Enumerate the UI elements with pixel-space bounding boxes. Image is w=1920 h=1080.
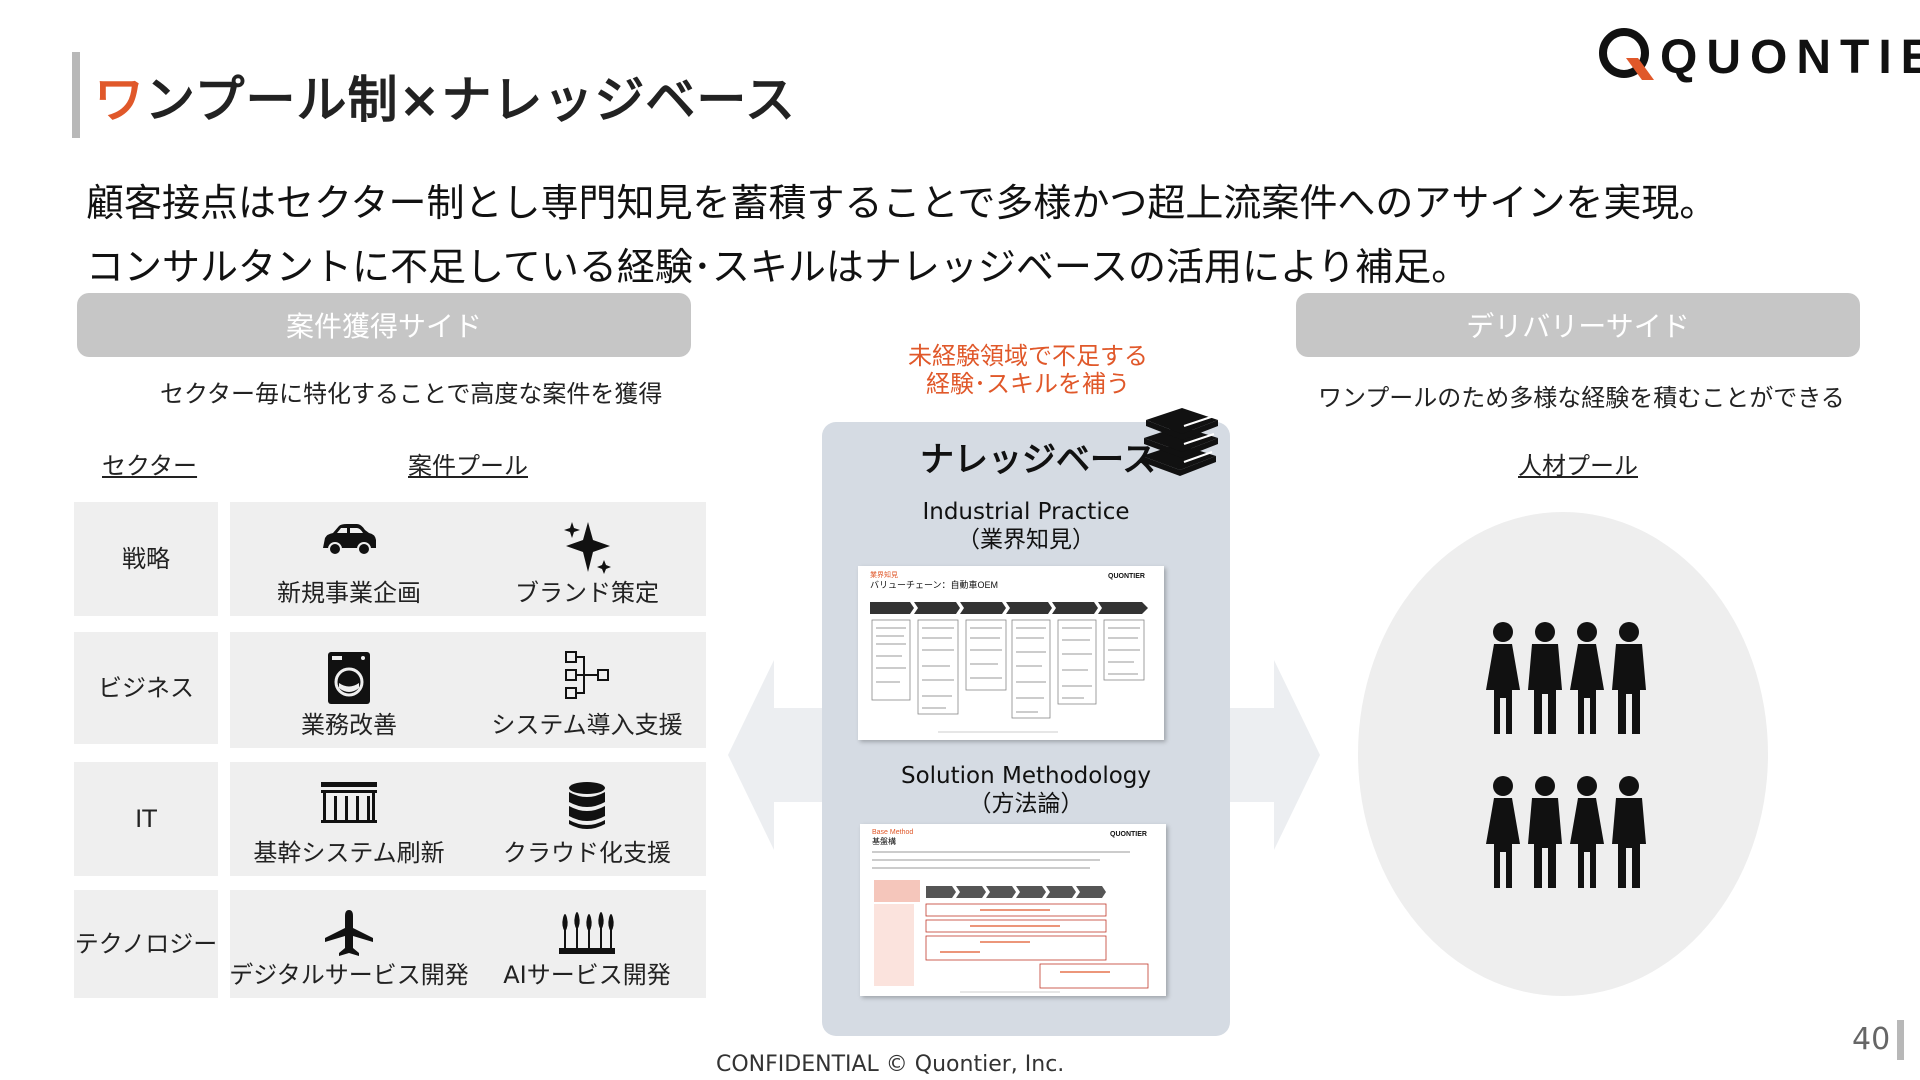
industrial-practice-label: Industrial Practice [922,499,1130,525]
project-label: システム導入支援 [491,711,683,739]
project-item: 基幹システム刷新 [230,762,468,876]
knowledge-note-line-2: 経験･スキルを補う [926,370,1130,398]
washing-machine-icon [328,652,370,704]
sector-business: ビジネス [74,632,218,744]
doc1-logo: QUONTIER [1108,573,1145,580]
doc2-logo: QUONTIER [1110,831,1147,838]
knowledge-note: 未経験領域で不足する 経験･スキルを補う [830,342,1226,398]
quontier-logo: QUONTIER [1596,26,1920,86]
building-icon [321,782,377,823]
project-label: AIサービス開発 [503,961,671,989]
project-item: デジタルサービス開発 [229,890,469,998]
project-pool-row: 新規事業企画 ブランド策定 [230,502,706,616]
title-accent-char: ワ [94,71,145,129]
delivery-caption: ワンプールのため多様な経験を積むことができる [1318,384,1845,412]
title-accent-bar [72,52,80,138]
project-label: ブランド策定 [515,579,659,607]
project-item: クラウド化支援 [468,762,706,876]
subtitle-line-1: 顧客接点はセクター制とし専門知見を蓄積することで多様かつ超上流案件へのアサインを… [86,181,1718,225]
sector-column-header: セクター [102,452,198,480]
sector-strategy: 戦略 [74,502,218,616]
project-pool-row: 基幹システム刷新 クラウド化支援 [230,762,706,876]
sector-it: IT [74,762,218,876]
project-item: 新規事業企画 [230,502,468,616]
project-item: ブランド策定 [468,502,706,616]
value-chain-thumbnail: 業界知見 バリューチェーン：自動車OEM QUONTIER [870,570,1148,733]
industrial-practice-jp: （業界知見） [957,527,1095,553]
knowledge-note-line-1: 未経験領域で不足する [908,342,1148,370]
sector-technology: テクノロジー [74,890,218,998]
car-icon [323,524,376,556]
talent-pool-label: 人材プール [1518,452,1638,480]
doc2-title: 基盤構 [872,836,896,846]
project-item: AIサービス開発 [468,890,706,998]
project-label: デジタルサービス開発 [229,961,469,989]
database-icon [569,782,605,829]
industrial-practice-document: 業界知見 バリューチェーン：自動車OEM QUONTIER [858,566,1164,740]
project-label: クラウド化支援 [503,839,671,867]
project-item: 業務改善 [230,632,468,748]
logo-text: QUONTIER [1660,31,1920,84]
solution-methodology-document: Base Method 基盤構 QUONTIER [860,824,1166,996]
solution-methodology-label: Solution Methodology [900,763,1151,789]
hierarchy-icon [565,651,609,699]
pool-column-header: 案件プール [408,452,528,480]
page-number-bar [1897,1020,1904,1060]
project-item: システム導入支援 [468,632,706,748]
talent-pool-circle [1358,512,1768,996]
acquisition-side-header: 案件獲得サイド [77,293,691,357]
industrial-practice-heading: Industrial Practice （業界知見） [826,498,1226,554]
delivery-side-header: デリバリーサイド [1296,293,1860,357]
people-group-icon [1486,622,1646,734]
doc2-tag: Base Method [872,829,913,836]
confidential-footer: CONFIDENTIAL © Quontier, Inc. [716,1052,1065,1077]
project-label: 基幹システム刷新 [253,839,445,867]
knowledge-base-title: ナレッジベース [920,440,1157,480]
sparkle-icon [564,522,611,574]
project-pool-row: 業務改善 システム導入支援 [230,632,706,748]
acquisition-caption: セクター毎に特化することで高度な案件を獲得 [160,380,663,408]
solution-methodology-heading: Solution Methodology （方法論） [826,762,1226,818]
page-title: ワンプール制×ナレッジベース [94,60,796,132]
project-label: 新規事業企画 [277,579,421,607]
people-group-icon [1486,776,1646,888]
logo-q-icon [1599,28,1654,80]
page-number: 40 [1852,1022,1891,1057]
title-text: ンプール制×ナレッジベース [145,71,796,129]
solution-methodology-jp: （方法論） [968,791,1084,817]
subtitle-line-2: コンサルタントに不足している経験･スキルはナレッジベースの活用により補足。 [86,245,1470,289]
project-pool-row: デジタルサービス開発 AIサービス開発 [229,890,706,998]
wheat-icon [559,912,615,954]
books-icon [1142,408,1218,476]
doc1-title: バリューチェーン：自動車OEM [870,579,998,590]
doc1-tag: 業界知見 [870,570,898,579]
airplane-icon [325,910,373,956]
project-label: 業務改善 [301,711,397,739]
base-method-thumbnail: Base Method 基盤構 QUONTIER [872,829,1149,993]
